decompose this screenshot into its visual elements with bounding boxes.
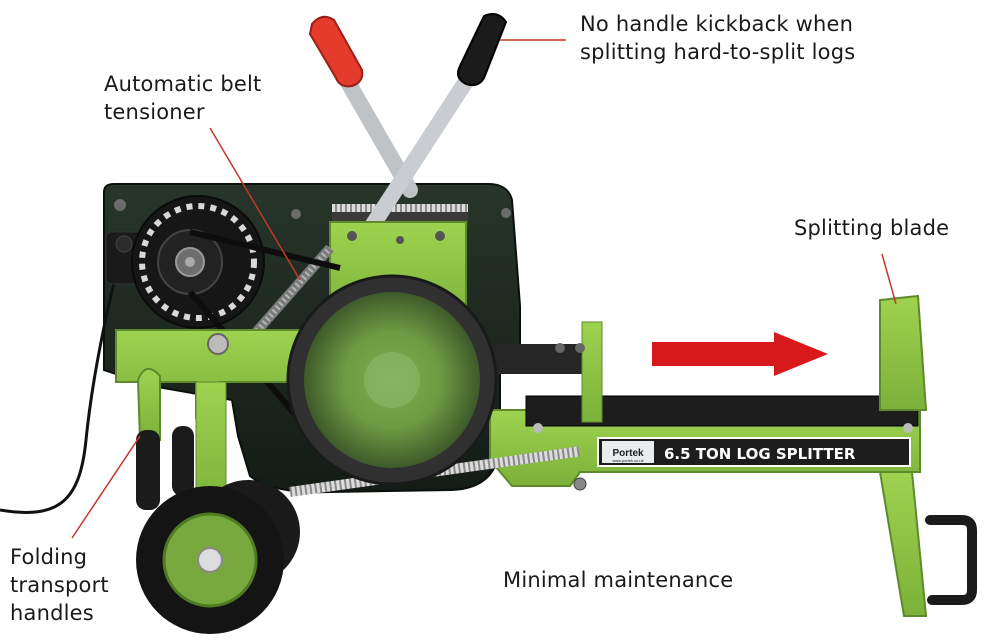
red-handle-grip[interactable] <box>308 15 364 88</box>
model-plate-text: 6.5 TON LOG SPLITTER <box>664 445 856 463</box>
split-direction-arrow <box>652 332 828 376</box>
brand-name: Portek <box>612 448 644 459</box>
leader-line-splitting-blade <box>881 253 897 305</box>
ram-bolt <box>555 343 565 353</box>
callout-no-kickback-line2: splitting hard-to-split logs <box>580 40 856 64</box>
callout-splitting-blade: Splitting blade <box>794 214 949 242</box>
callout-splitting-blade-text: Splitting blade <box>794 216 950 240</box>
wheel-axle-cap <box>197 547 223 573</box>
callout-folding-handles-line2: transport <box>10 573 109 597</box>
callout-belt-tensioner-line2: tensioner <box>104 100 205 124</box>
ram-bolt <box>575 343 585 353</box>
housing-bolt <box>291 209 301 219</box>
push-plate <box>581 321 603 423</box>
leader-line-belt-tensioner <box>209 127 301 281</box>
callout-minimal-maintenance: Minimal maintenance <box>503 566 733 594</box>
brand-badge <box>602 441 654 463</box>
housing-bolt <box>501 208 511 218</box>
plate-bolt <box>347 231 357 241</box>
housing-bolt <box>114 199 126 211</box>
right-lever-arm <box>364 58 484 234</box>
callout-belt-tensioner: Automatic belt tensioner <box>104 70 262 126</box>
rail-bolt <box>903 423 913 433</box>
idler-pulley <box>207 333 229 355</box>
folding-transport-handle-rear[interactable] <box>172 426 194 496</box>
plate-bolt <box>396 236 404 244</box>
callout-folding-handles: Folding transport handles <box>10 543 109 627</box>
switch-button <box>115 235 133 253</box>
callout-folding-handles-line3: handles <box>10 601 94 625</box>
callout-no-kickback-line1: No handle kickback when <box>580 12 854 36</box>
rail-bolt <box>533 423 543 433</box>
spring-anchor <box>573 477 587 491</box>
splitting-blade <box>879 294 928 411</box>
gear-rack-teeth <box>332 204 468 212</box>
callout-folding-handles-line1: Folding <box>10 545 88 569</box>
black-handle-grip[interactable] <box>457 13 508 87</box>
rear-leg <box>878 471 928 617</box>
flywheel-hub <box>364 352 420 408</box>
leader-line-folding-handles <box>71 435 141 539</box>
power-cable <box>0 245 126 514</box>
callout-no-kickback: No handle kickback when splitting hard-t… <box>580 10 855 66</box>
motor-pulley-nut <box>185 257 195 267</box>
rear-carry-handle[interactable] <box>925 515 977 605</box>
brand-website: www.portek.co.uk <box>612 458 643 463</box>
motor-cooling-fins <box>139 203 257 321</box>
folding-handle-bracket <box>136 368 161 441</box>
callout-belt-tensioner-line1: Automatic belt <box>104 72 262 96</box>
callout-minimal-maintenance-text: Minimal maintenance <box>503 568 734 592</box>
folding-transport-handle[interactable] <box>136 430 160 510</box>
plate-bolt <box>435 231 445 241</box>
